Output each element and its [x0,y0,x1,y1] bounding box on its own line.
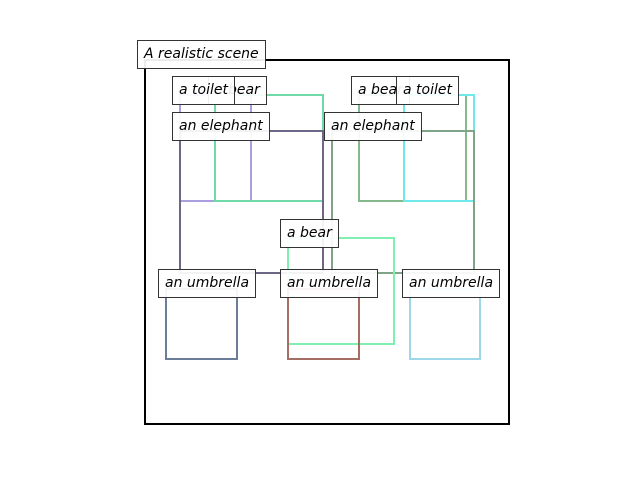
umbrella-right-label: an umbrella [402,269,501,298]
umbrella-right-box [409,288,481,360]
toilet-right-label: a toilet [396,76,459,105]
umbrella-center-box [287,288,360,360]
umbrella-left-label: an umbrella [158,269,257,298]
elephant-right-label: an elephant [324,112,422,141]
toilet-left-label: a toilet [172,76,235,105]
scene-caption: A realistic scene [137,40,266,69]
umbrella-center-label: an umbrella [280,269,379,298]
scene-frame [144,59,510,425]
bear-center-label: a bear [280,219,339,248]
elephant-left-label: an elephant [172,112,270,141]
umbrella-left-box [165,288,238,360]
